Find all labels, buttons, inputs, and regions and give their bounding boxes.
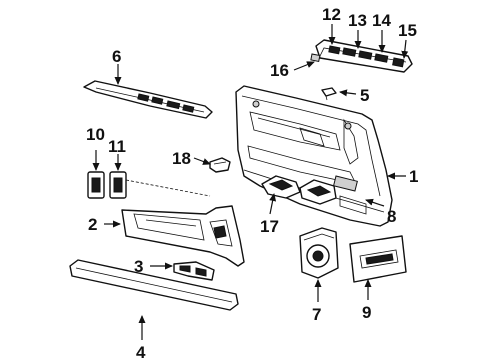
callout-12: 12 — [322, 5, 341, 24]
callout-7: 7 — [312, 305, 321, 324]
callout-labels: 1 2 3 4 5 6 7 8 9 10 11 12 13 14 15 16 1… — [86, 5, 418, 360]
power-switch-assembly — [310, 39, 413, 73]
callout-5: 5 — [360, 86, 369, 105]
handle-housing — [299, 179, 337, 205]
callout-10: 10 — [86, 125, 105, 144]
leader-lines — [92, 24, 409, 340]
callout-18: 18 — [172, 149, 191, 168]
callout-11: 11 — [108, 137, 126, 156]
callout-13: 13 — [348, 11, 367, 30]
push-retainer — [209, 157, 231, 173]
armrest-trim — [121, 205, 245, 267]
callout-14: 14 — [372, 11, 391, 30]
callout-6: 6 — [112, 47, 121, 66]
callout-1: 1 — [409, 167, 418, 186]
callout-15: 15 — [398, 21, 417, 40]
handle-bezel — [261, 175, 301, 199]
door-trim-panel — [235, 85, 393, 227]
callout-16: 16 — [270, 61, 289, 80]
callout-8: 8 — [387, 207, 396, 226]
callout-17: 17 — [260, 217, 279, 236]
mirror-switch — [109, 171, 127, 199]
mounting-bracket — [173, 261, 215, 281]
callout-9: 9 — [362, 303, 371, 322]
callout-2: 2 — [88, 215, 97, 234]
retainer-clip — [321, 87, 337, 101]
switch-bezel-strip — [83, 80, 213, 119]
lower-molding — [69, 259, 239, 311]
callout-4: 4 — [136, 343, 146, 360]
lock-switch — [87, 171, 105, 199]
speaker — [299, 227, 339, 279]
speaker-grille — [349, 235, 407, 283]
callout-3: 3 — [134, 257, 143, 276]
leader-dash — [125, 179, 211, 197]
